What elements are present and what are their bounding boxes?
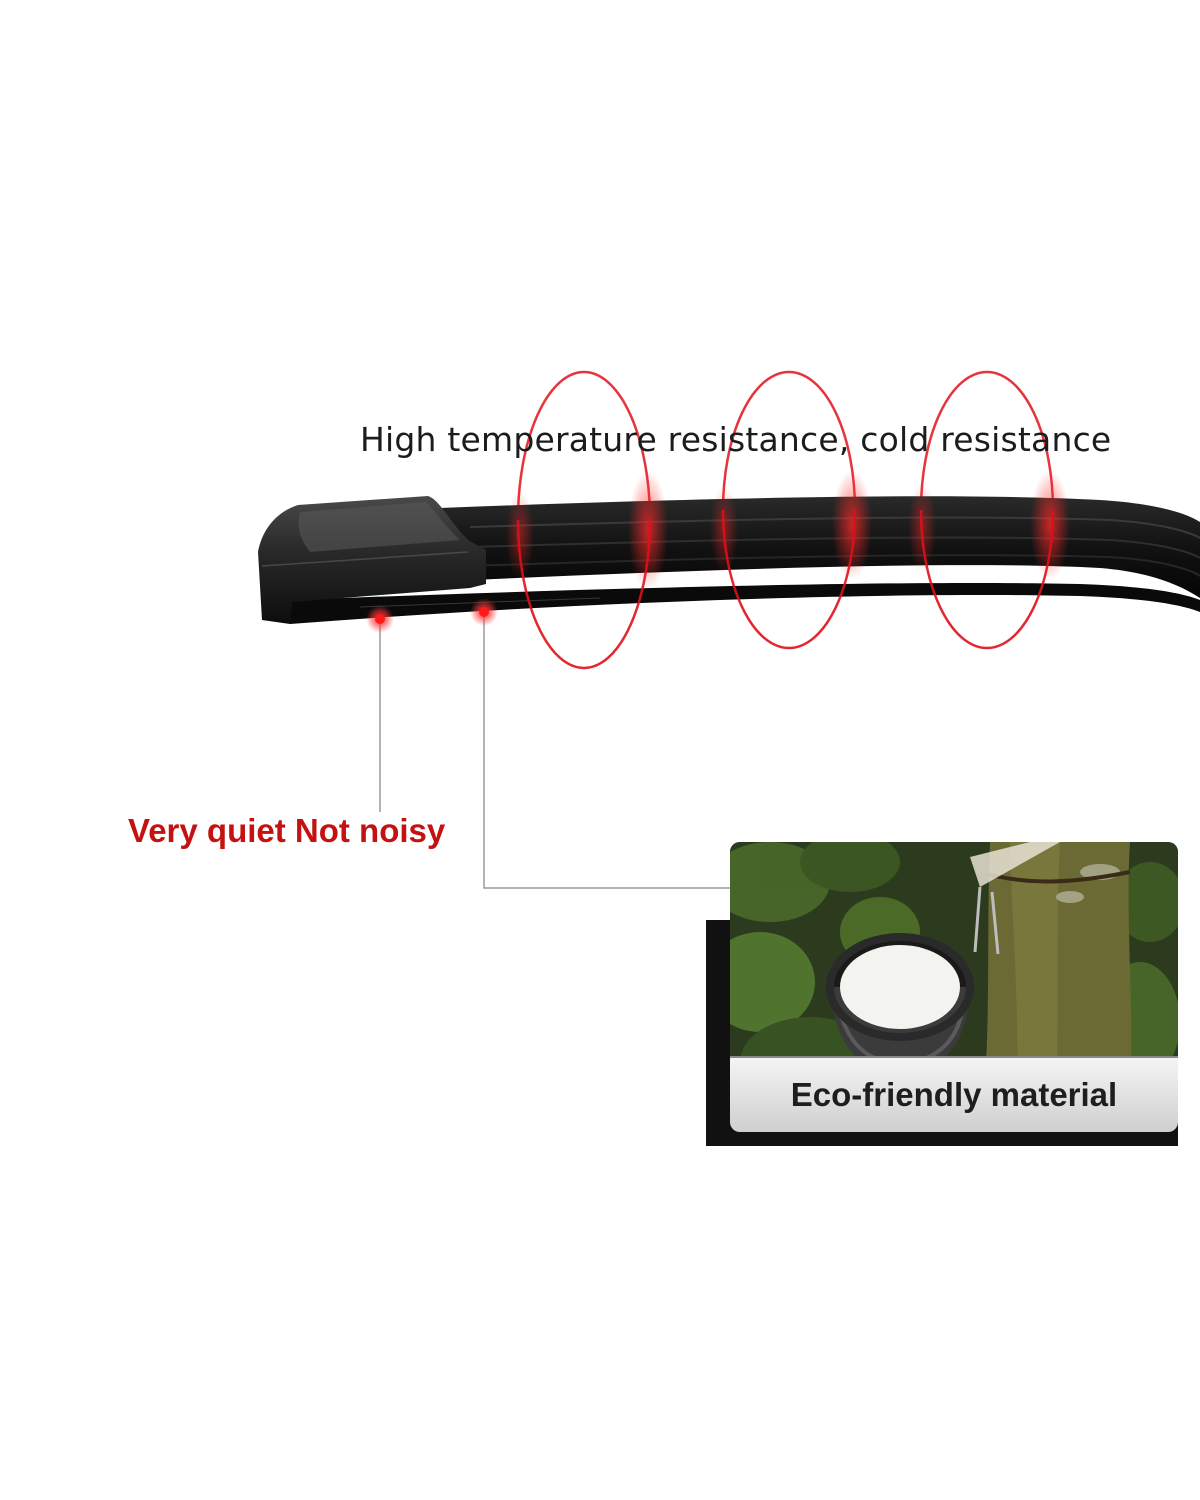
rubber-tree-photo: Eco-friendly material: [730, 842, 1178, 1132]
callout-dot-icon: [375, 614, 385, 624]
temperature-ring-icon: [721, 509, 857, 650]
temperature-rings-front: [516, 509, 1055, 670]
temperature-ring-icon: [919, 370, 1055, 511]
callout-dots: [366, 598, 498, 633]
temperature-rings-back: [516, 370, 1055, 521]
quiet-label: Very quiet Not noisy: [128, 812, 446, 849]
callout-dot-icon: [479, 607, 489, 617]
eco-material-label: Eco-friendly material: [790, 1076, 1118, 1113]
temperature-ring-icon: [516, 370, 652, 521]
callout-lines: [379, 612, 732, 889]
heat-glow: [506, 470, 1070, 590]
temperature-ring-icon: [721, 370, 857, 511]
eco-material-card: Eco-friendly material: [706, 842, 1178, 1146]
temperature-ring-icon: [516, 519, 652, 670]
heat-resistance-label: High temperature resistance, cold resist…: [360, 420, 1112, 459]
temperature-ring-icon: [919, 509, 1055, 650]
caption-bar: Eco-friendly material: [730, 1056, 1178, 1132]
